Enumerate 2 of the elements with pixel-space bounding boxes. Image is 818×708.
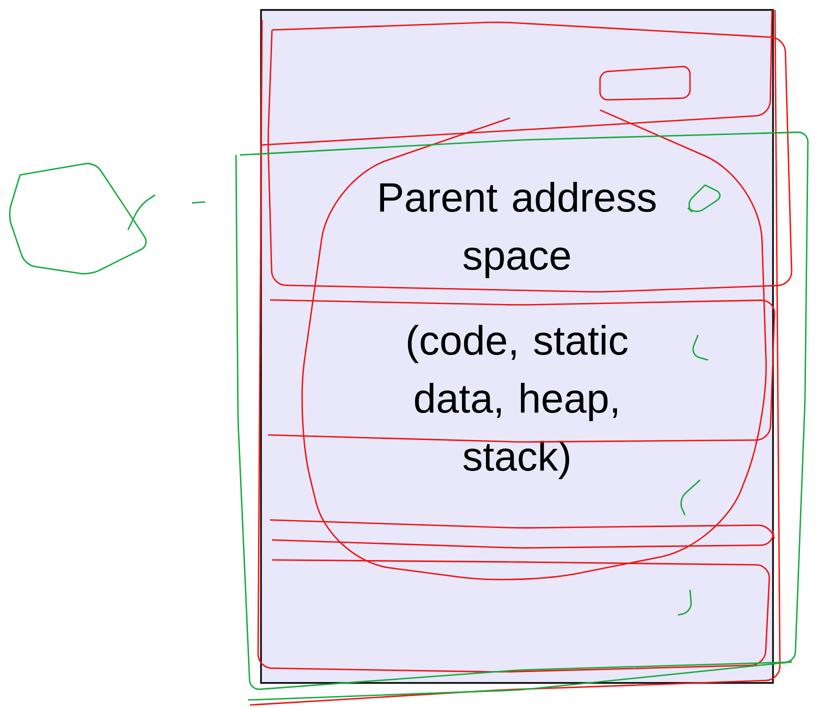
box-text: (code, static data, heap, stack) bbox=[408, 324, 628, 480]
box-text: Parent address space bbox=[380, 182, 656, 278]
